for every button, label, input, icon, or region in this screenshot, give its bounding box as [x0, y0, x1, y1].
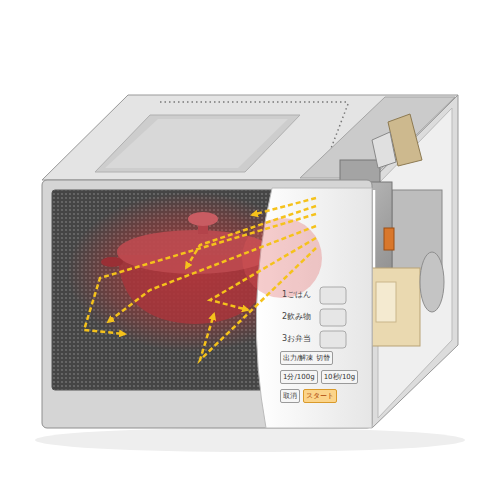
housing	[105, 119, 288, 168]
housing	[42, 95, 458, 180]
magnetron	[372, 132, 396, 168]
control-panel	[320, 309, 346, 326]
control-panel	[242, 218, 322, 298]
housing	[160, 101, 348, 103]
time-button: 10秒/10g	[321, 370, 359, 384]
menu-label: 3お弁当	[282, 335, 311, 344]
magnetron	[384, 228, 394, 250]
button-label: 取消	[283, 392, 297, 400]
button-label: スタート	[306, 392, 334, 400]
transformer	[420, 252, 444, 312]
menu-label: 1ごはん	[282, 291, 311, 300]
button-label: 10秒/10g	[324, 373, 356, 381]
microwave-arrow	[84, 198, 316, 360]
microwave-arrow	[108, 226, 316, 322]
door	[42, 180, 372, 428]
microwave-arrow	[252, 198, 316, 215]
housing	[42, 95, 458, 428]
cancel-button: 取消	[280, 389, 300, 403]
button-label: 1分/100g	[283, 373, 315, 381]
pot	[188, 212, 218, 226]
transformer	[376, 282, 396, 322]
housing	[95, 115, 300, 172]
microwave-arrow	[84, 214, 316, 334]
mode-button: 出力/解凍 切替	[280, 351, 333, 365]
start-button: スタート	[303, 389, 337, 403]
door	[42, 180, 372, 428]
transformer	[370, 268, 420, 346]
microwave-arrow	[200, 248, 316, 360]
button-label: 出力/解凍 切替	[283, 354, 330, 362]
transformer	[370, 252, 444, 346]
control-panel	[320, 287, 346, 304]
floor-shadow	[35, 428, 465, 452]
housing	[300, 97, 455, 178]
time-button: 1分/100g	[280, 370, 318, 384]
control-panel	[320, 331, 346, 348]
microwave-arrow	[186, 206, 316, 268]
menu-label: 2飲み物	[282, 313, 311, 322]
pot	[101, 257, 123, 267]
magnetron	[373, 190, 376, 276]
